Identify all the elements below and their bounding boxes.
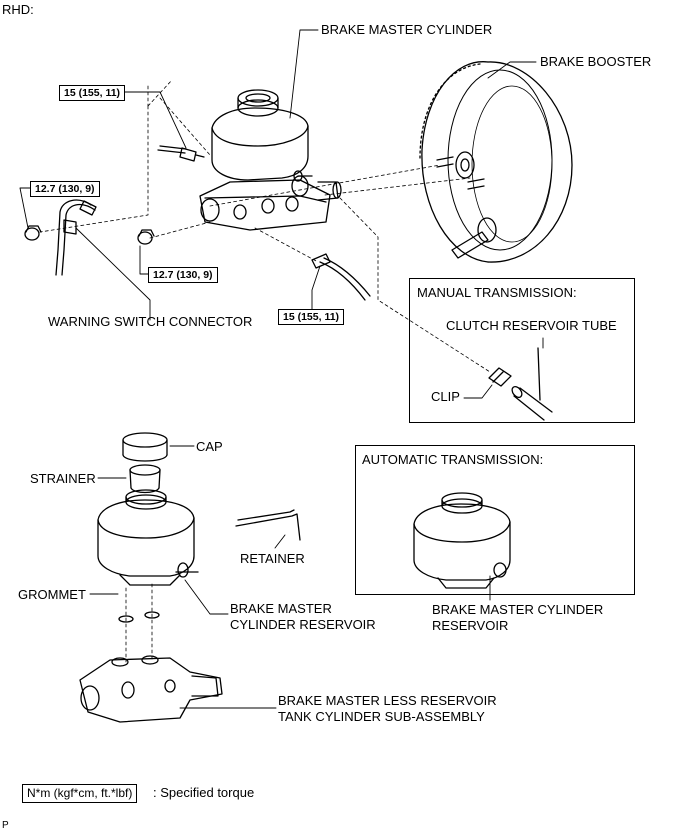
cap-drawing bbox=[122, 432, 168, 462]
cap-label: CAP bbox=[196, 439, 223, 454]
torque-legend-text: : Specified torque bbox=[153, 785, 255, 800]
torque-brake-line-lower: 15 (155, 11) bbox=[278, 309, 345, 325]
grommet-label: GROMMET bbox=[18, 587, 86, 602]
retainer-label: RETAINER bbox=[240, 551, 305, 566]
drive-side-label: RHD: bbox=[2, 2, 34, 17]
clip-label: CLIP bbox=[431, 389, 460, 404]
at-reservoir-label-line1: BRAKE MASTER CYLINDER bbox=[432, 602, 604, 617]
sub-assembly-label-line2: TANK CYLINDER SUB-ASSEMBLY bbox=[278, 709, 485, 724]
reservoir-drawing bbox=[97, 489, 199, 586]
torque-nut-left: 12.7 (130, 9) bbox=[30, 181, 100, 197]
automatic-transmission-title: AUTOMATIC TRANSMISSION: bbox=[362, 452, 544, 467]
torque-legend-box: N*m (kgf*cm, ft.*lbf) bbox=[22, 784, 138, 803]
clutch-reservoir-tube-label: CLUTCH RESERVOIR TUBE bbox=[446, 318, 617, 333]
strainer-label: STRAINER bbox=[30, 471, 96, 486]
retainer-drawing bbox=[235, 509, 301, 541]
manual-transmission-title: MANUAL TRANSMISSION: bbox=[417, 285, 577, 300]
at-reservoir-label-line2: RESERVOIR bbox=[432, 618, 509, 633]
grommet-drawing bbox=[118, 583, 160, 663]
brake-booster-label: BRAKE BOOSTER bbox=[540, 54, 652, 69]
warning-switch-connector-label: WARNING SWITCH CONNECTOR bbox=[48, 314, 253, 329]
clutch-tube-and-clip-drawing bbox=[488, 347, 553, 421]
sub-assembly-label-line1: BRAKE MASTER LESS RESERVOIR bbox=[278, 693, 497, 708]
torque-nut-lower: 12.7 (130, 9) bbox=[148, 267, 218, 283]
brake-booster-drawing bbox=[419, 61, 573, 263]
footer-code: P bbox=[2, 820, 9, 831]
sub-assembly-drawing bbox=[79, 655, 223, 723]
brake-master-cylinder-label: BRAKE MASTER CYLINDER bbox=[321, 22, 493, 37]
at-reservoir-drawing bbox=[413, 492, 511, 589]
alignment-lines bbox=[39, 79, 491, 373]
manual-transmission-inset bbox=[409, 278, 635, 423]
master-cylinder-assembly-drawing bbox=[24, 89, 371, 301]
torque-brake-line-upper: 15 (155, 11) bbox=[59, 85, 126, 101]
strainer-drawing bbox=[129, 464, 161, 494]
reservoir-label-line2: CYLINDER RESERVOIR bbox=[230, 617, 376, 632]
reservoir-label-line1: BRAKE MASTER bbox=[230, 601, 332, 616]
automatic-transmission-inset bbox=[355, 445, 635, 595]
